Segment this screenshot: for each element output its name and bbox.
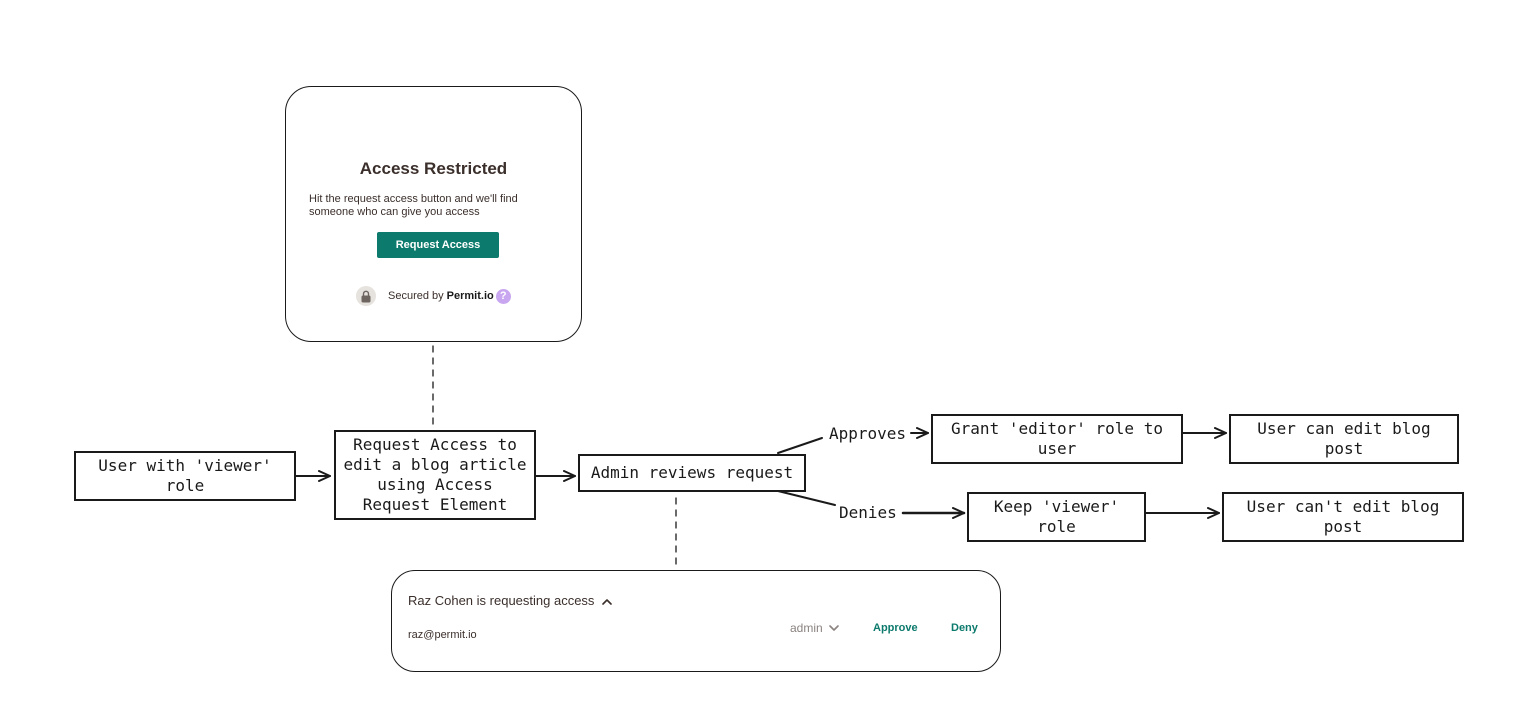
node-viewer-user: User with 'viewer' role <box>74 451 296 501</box>
node-request-access: Request Access to edit a blog article us… <box>334 430 536 520</box>
chevron-up-icon[interactable] <box>602 593 613 608</box>
secured-by-label: Secured by <box>388 290 444 302</box>
access-restricted-description: Hit the request access button and we'll … <box>309 193 518 218</box>
node-keep-viewer: Keep 'viewer' role <box>967 492 1146 542</box>
edge-label-denies: Denies <box>839 503 897 522</box>
node-can-edit: User can edit blog post <box>1229 414 1459 464</box>
deny-button[interactable]: Deny <box>951 622 978 634</box>
approve-button[interactable]: Approve <box>873 622 918 634</box>
edge-label-approves: Approves <box>829 424 907 443</box>
help-icon[interactable]: ? <box>495 288 511 304</box>
request-access-button[interactable]: Request Access <box>377 232 499 258</box>
requester-email: raz@permit.io <box>408 629 477 641</box>
role-select[interactable]: admin <box>790 621 839 635</box>
role-select-value: admin <box>790 621 823 635</box>
lock-icon <box>356 286 376 306</box>
permit-brand[interactable]: Permit.io <box>446 290 494 302</box>
access-restricted-title: Access Restricted <box>359 159 508 178</box>
request-title[interactable]: Raz Cohen is requesting access <box>408 593 613 608</box>
node-admin-review: Admin reviews request <box>578 454 806 492</box>
access-restricted-card: Access Restricted Hit the request access… <box>285 86 582 342</box>
request-title-text: Raz Cohen is requesting access <box>408 593 595 608</box>
node-grant-editor: Grant 'editor' role to user <box>931 414 1183 464</box>
secured-by-footer: Secured by Permit.io ? <box>356 286 511 306</box>
access-request-card: Raz Cohen is requesting access raz@permi… <box>391 570 1001 672</box>
line-admin-to-approves <box>777 437 823 454</box>
line-admin-to-denies <box>777 490 836 506</box>
chevron-down-icon <box>828 621 839 635</box>
node-cannot-edit: User can't edit blog post <box>1222 492 1464 542</box>
